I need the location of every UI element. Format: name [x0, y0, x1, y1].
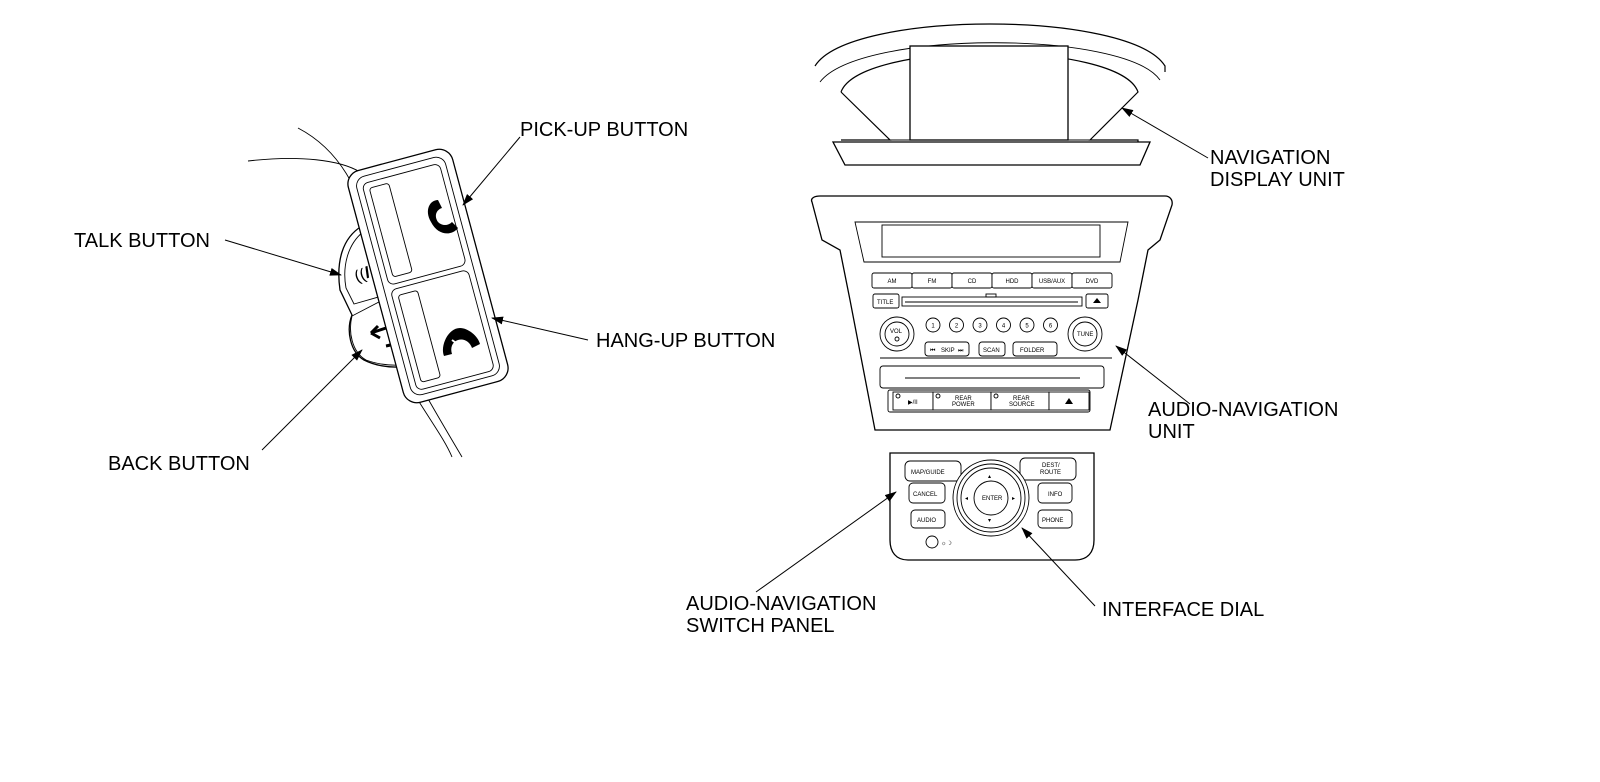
rear-power-button[interactable]: REAR POWER [932, 391, 992, 411]
dest-route-button[interactable]: DEST/ ROUTE [1019, 457, 1077, 481]
svg-text:ROUTE: ROUTE [1040, 470, 1061, 476]
talk-button-label: TALK BUTTON [74, 230, 210, 252]
preset-button-4[interactable]: 4 [996, 317, 1011, 333]
navigation-display-unit [814, 23, 1166, 166]
svg-text:REAR: REAR [955, 396, 972, 402]
back-leader [261, 349, 363, 451]
play-pause-button[interactable]: ▶/II [892, 391, 934, 411]
eject-button[interactable] [1085, 293, 1109, 309]
svg-text:SCAN: SCAN [983, 348, 1000, 354]
svg-text:HDD: HDD [1006, 279, 1020, 285]
svg-text:1: 1 [931, 324, 935, 330]
audio-navigation-unit: AM FM CD HDD USB/AUX DVD TITLE VOL TUNE 1 2 3 4 5… [810, 195, 1173, 431]
talk-icon: ((𝒍 [352, 265, 373, 286]
nav-display-label-1: NAVIGATION [1210, 147, 1330, 169]
svg-text:ENTER: ENTER [982, 496, 1003, 502]
hangup-button-label: HANG-UP BUTTON [596, 330, 775, 352]
source-button-am[interactable]: AM [871, 272, 913, 289]
svg-text:REAR: REAR [1013, 396, 1030, 402]
display-screen[interactable] [909, 45, 1069, 141]
audio-nav-unit-label-1: AUDIO-NAVIGATION [1148, 399, 1338, 421]
svg-text:FM: FM [928, 279, 937, 285]
preset-button-3[interactable]: 3 [972, 317, 988, 333]
svg-text:2: 2 [955, 324, 959, 330]
nav-display-leader [1121, 107, 1209, 159]
svg-text:SOURCE: SOURCE [1009, 402, 1035, 408]
svg-text:USB/AUX: USB/AUX [1039, 279, 1065, 285]
svg-text:6: 6 [1049, 324, 1053, 330]
svg-text:3: 3 [978, 324, 982, 330]
phone-button[interactable]: PHONE [1037, 509, 1073, 529]
svg-text:5: 5 [1025, 324, 1029, 330]
svg-text:VOL: VOL [890, 329, 903, 335]
pickup-phone-icon [427, 200, 458, 234]
audio-button[interactable]: AUDIO [910, 509, 946, 529]
interface-dial-label: INTERFACE DIAL [1102, 599, 1264, 621]
dial-up-arrow: ▴ [988, 474, 991, 480]
preset-button-5[interactable]: 5 [1019, 317, 1035, 333]
info-button[interactable]: INFO [1037, 482, 1073, 504]
audio-nav-unit-label-2: UNIT [1148, 421, 1195, 443]
rear-source-button[interactable]: REAR SOURCE [990, 391, 1050, 411]
dial-left-arrow: ◂ [965, 496, 968, 502]
svg-text:DVD: DVD [1086, 279, 1099, 285]
map-guide-button[interactable]: MAP/GUIDE [904, 460, 962, 482]
hangup-leader [491, 316, 589, 341]
source-button-hdd[interactable]: HDD [991, 272, 1033, 289]
svg-text:SKIP: SKIP [941, 348, 955, 354]
preset-button-6[interactable]: 6 [1043, 317, 1058, 333]
pickup-button[interactable] [362, 163, 466, 285]
audio-navigation-switch-panel: MAP/GUIDE CANCEL AUDIO DEST/ ROUTE INFO … [889, 452, 1095, 561]
pickup-leader [462, 136, 521, 206]
svg-text:AUDIO: AUDIO [917, 518, 936, 524]
svg-text:☼☽: ☼☽ [941, 540, 952, 547]
interface-dial-leader [1021, 527, 1096, 607]
source-button-fm[interactable]: FM [911, 272, 953, 289]
svg-text:⏮: ⏮ [930, 348, 936, 354]
svg-text:TITLE: TITLE [877, 300, 893, 306]
title-button[interactable]: TITLE [872, 293, 900, 309]
talk-leader [224, 239, 342, 276]
nav-display-label-2: DISPLAY UNIT [1210, 169, 1345, 191]
svg-text:CD: CD [968, 279, 977, 285]
svg-text:CANCEL: CANCEL [913, 492, 938, 498]
svg-text:PHONE: PHONE [1042, 518, 1063, 524]
display-mode-button[interactable]: ☼☽ [925, 535, 952, 549]
steering-wheel-switch: ((𝒍 [247, 127, 509, 458]
tune-knob[interactable]: TUNE [1067, 316, 1103, 352]
source-button-cd[interactable]: CD [951, 272, 993, 289]
dial-right-arrow: ▸ [1012, 496, 1015, 502]
rear-eject-button[interactable] [1048, 391, 1090, 411]
pickup-button-label: PICK-UP BUTTON [520, 119, 688, 141]
audio-nav-unit-leader [1115, 345, 1191, 405]
svg-text:TUNE: TUNE [1077, 332, 1093, 338]
hangup-button[interactable] [390, 270, 494, 391]
switch-panel-label-2: SWITCH PANEL [686, 615, 835, 637]
preset-button-1[interactable]: 1 [925, 317, 941, 333]
switch-panel-label-1: AUDIO-NAVIGATION [686, 593, 876, 615]
source-button-usb-aux[interactable]: USB/AUX [1031, 272, 1073, 289]
svg-text:POWER: POWER [952, 402, 975, 408]
scan-button[interactable]: SCAN [978, 341, 1006, 357]
svg-text:INFO: INFO [1048, 492, 1063, 498]
svg-text:FOLDER: FOLDER [1020, 348, 1045, 354]
cancel-button[interactable]: CANCEL [908, 482, 946, 504]
back-button-label: BACK BUTTON [108, 453, 250, 475]
svg-text:DEST/: DEST/ [1042, 463, 1060, 469]
dial-down-arrow: ▾ [988, 518, 991, 524]
svg-text:4: 4 [1002, 324, 1006, 330]
interface-dial[interactable]: ENTER ▴ ▾ ◂ ▸ [952, 459, 1030, 537]
svg-text:▶/II: ▶/II [908, 400, 918, 406]
skip-button[interactable]: ⏮ SKIP ⏭ [924, 341, 970, 357]
svg-text:MAP/GUIDE: MAP/GUIDE [911, 470, 945, 476]
folder-button[interactable]: FOLDER [1012, 341, 1058, 357]
svg-text:⏭: ⏭ [958, 348, 964, 354]
preset-button-2[interactable]: 2 [949, 317, 964, 333]
volume-knob[interactable]: VOL [879, 316, 915, 352]
hangup-phone-icon [442, 328, 480, 357]
svg-text:AM: AM [888, 279, 897, 285]
source-button-dvd[interactable]: DVD [1071, 272, 1113, 289]
switch-panel-leader [755, 491, 897, 593]
